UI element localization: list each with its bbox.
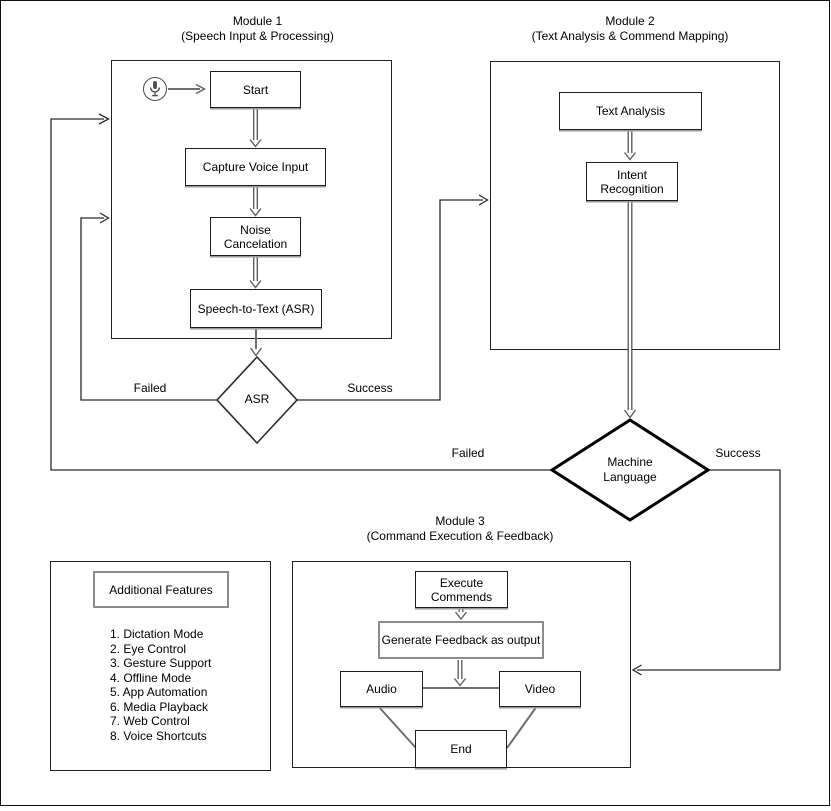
noise-cancelation-label: Noise Cancelation bbox=[223, 222, 288, 251]
microphone-icon bbox=[143, 77, 167, 101]
feature-item: 7. Web Control bbox=[110, 714, 190, 728]
feature-item: 5. App Automation bbox=[110, 685, 208, 699]
asr-decision-label: ASR bbox=[244, 392, 270, 406]
module2-subtitle-line: (Text Analysis & Commend Mapping) bbox=[531, 29, 729, 43]
additional-features-list: 1. Dictation Mode 2. Eye Control 3. Gest… bbox=[110, 627, 270, 743]
module1-title: Module 1 (Speech Input & Processing) bbox=[117, 14, 398, 44]
machine-language-decision-label: Machine Language bbox=[603, 455, 657, 484]
asr-success-label: Success bbox=[347, 381, 393, 395]
noise-cancelation-node: Noise Cancelation bbox=[210, 217, 301, 256]
module1-title-line: Module 1 bbox=[232, 14, 283, 28]
additional-features-container bbox=[50, 561, 271, 771]
audio-node: Audio bbox=[340, 671, 423, 707]
video-label: Video bbox=[524, 682, 556, 696]
feature-item: 1. Dictation Mode bbox=[110, 627, 204, 641]
speech-to-text-node: Speech-to-Text (ASR) bbox=[190, 289, 322, 328]
feature-item: 3. Gesture Support bbox=[110, 656, 212, 670]
start-node-label: Start bbox=[242, 82, 269, 97]
additional-features-title: Additional Features bbox=[109, 582, 213, 597]
execute-commends-label: Execute Commends bbox=[430, 575, 493, 604]
feature-item: 8. Voice Shortcuts bbox=[110, 728, 207, 743]
generate-feedback-label: Generate Feedback as output bbox=[381, 633, 541, 647]
end-node: End bbox=[415, 730, 507, 768]
module2-title: Module 2 (Text Analysis & Commend Mappin… bbox=[485, 14, 775, 44]
additional-features-title-box: Additional Features bbox=[93, 571, 229, 608]
text-analysis-label: Text Analysis bbox=[595, 104, 666, 118]
end-label: End bbox=[450, 742, 472, 756]
module3-title-line: Module 3 bbox=[435, 514, 485, 528]
module1-subtitle-line: (Speech Input & Processing) bbox=[181, 29, 334, 43]
intent-recognition-label: Intent Recognition bbox=[600, 167, 664, 196]
capture-voice-input-label: Capture Voice Input bbox=[202, 160, 309, 174]
module3-subtitle-line: (Command Execution & Feedback) bbox=[366, 529, 554, 543]
audio-label: Audio bbox=[366, 682, 397, 696]
speech-to-text-label: Speech-to-Text (ASR) bbox=[197, 301, 315, 316]
video-node: Video bbox=[499, 671, 581, 707]
capture-voice-input-node: Capture Voice Input bbox=[185, 148, 326, 186]
execute-commends-node: Execute Commends bbox=[415, 571, 508, 608]
intent-recognition-node: Intent Recognition bbox=[586, 162, 678, 201]
feature-item: 6. Media Playback bbox=[110, 699, 209, 714]
feature-item: 4. Offline Mode bbox=[110, 670, 192, 685]
feature-item: 2. Eye Control bbox=[110, 641, 187, 656]
module3-title: Module 3 (Command Execution & Feedback) bbox=[290, 514, 630, 544]
start-node: Start bbox=[210, 71, 301, 108]
machine-language-success-label: Success bbox=[715, 446, 761, 460]
text-analysis-node: Text Analysis bbox=[559, 92, 702, 130]
machine-language-failed-label: Failed bbox=[451, 446, 485, 460]
module2-title-line: Module 2 bbox=[605, 14, 655, 28]
asr-failed-label: Failed bbox=[133, 381, 167, 395]
generate-feedback-node: Generate Feedback as output bbox=[378, 621, 544, 659]
